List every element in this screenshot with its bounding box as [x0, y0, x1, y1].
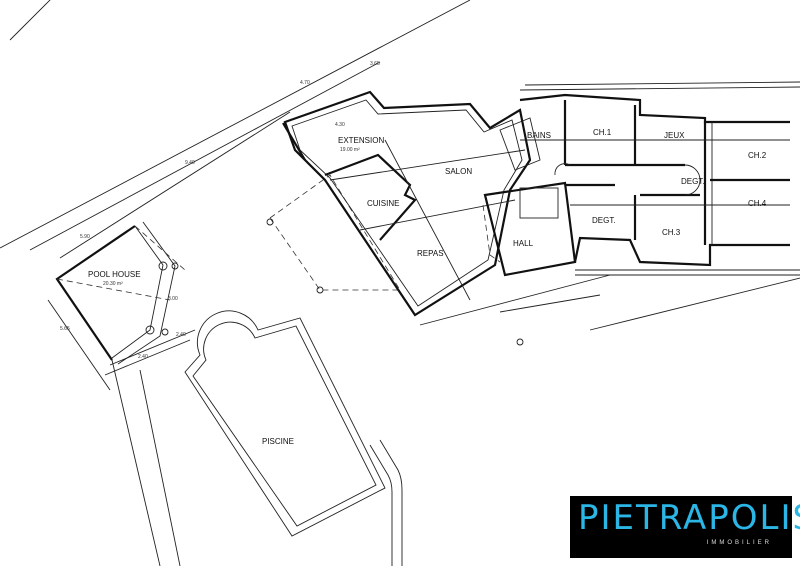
dimension-label: 9.40 [185, 160, 195, 166]
logo-name: PIETRAPOLIS [578, 498, 800, 538]
room-label-degt-lower: DEGT. [592, 216, 616, 225]
dimension-label: 2.40 [138, 354, 148, 360]
pool-house [55, 221, 186, 365]
main-house [282, 90, 532, 317]
room-label-degt-upper: DEGT. [681, 177, 705, 186]
dimension-label: 3.00 [168, 296, 178, 302]
room-label-ch3: CH.3 [662, 228, 681, 237]
dimension-labels: 3.65 4.70 9.40 5.90 5.65 3.00 2.40 2.40 … [60, 61, 380, 360]
dimension-label: 2.40 [176, 332, 186, 338]
room-label-ch2: CH.2 [748, 151, 767, 160]
room-area-pool-house: 20.30 m² [103, 281, 123, 287]
dimension-label: 4.70 [300, 80, 310, 86]
swimming-pool [184, 310, 386, 537]
pietrapolis-logo: PIETRAPOLIS IMMOBILIER [570, 496, 800, 558]
logo-subtitle: IMMOBILIER [706, 540, 772, 546]
room-label-hall: HALL [513, 239, 534, 248]
room-label-extension: EXTENSION [338, 136, 384, 145]
dimension-label: 5.65 [60, 326, 70, 332]
bedroom-wing [499, 93, 790, 267]
room-label-ch1: CH.1 [593, 128, 612, 137]
room-label-piscine: PISCINE [262, 437, 294, 446]
dimension-label: 5.90 [80, 234, 90, 240]
room-label-salon: SALON [445, 167, 472, 176]
room-labels: EXTENSION 19.00 m² CUISINE SALON REPAS H… [88, 128, 767, 446]
dimension-label: 3.65 [370, 61, 380, 67]
room-label-pool-house: POOL HOUSE [88, 270, 141, 279]
room-label-ch4: CH.4 [748, 199, 767, 208]
room-label-jeux: JEUX [664, 131, 685, 140]
room-area-extension: 19.00 m² [340, 147, 360, 153]
terrace-outline [266, 174, 524, 346]
room-label-cuisine: CUISINE [367, 199, 399, 208]
room-label-repas: REPAS [417, 249, 444, 258]
dimension-label: 4.30 [335, 122, 345, 128]
room-label-bains: BAINS [527, 131, 551, 140]
